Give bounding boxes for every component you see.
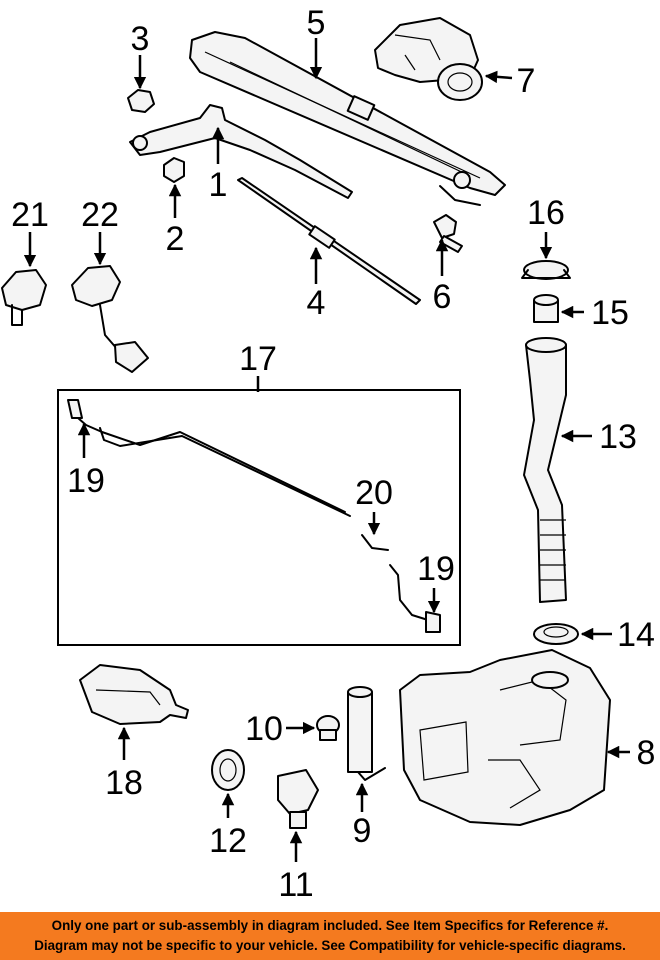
callout-6: 6 <box>433 278 452 316</box>
callout-15: 15 <box>591 294 629 332</box>
filler-neck-part-13 <box>523 337 567 603</box>
level-sensor-part-11 <box>277 769 319 829</box>
callout-11: 11 <box>278 866 313 904</box>
disclaimer-banner: Only one part or sub-assembly in diagram… <box>0 912 660 960</box>
hose-assembly-box <box>57 389 461 646</box>
callout-10: 10 <box>245 710 283 748</box>
disclaimer-line-1: Only one part or sub-assembly in diagram… <box>51 918 609 933</box>
washer-hose-part-17 <box>67 399 441 633</box>
wiper-motor-part <box>374 17 483 101</box>
callout-5: 5 <box>307 4 326 42</box>
pump-bracket-part-18 <box>79 664 189 725</box>
nut-part-2 <box>163 157 185 183</box>
parts-diagram: 3 5 7 1 2 4 6 21 22 16 15 13 17 19 20 19… <box>1 4 656 904</box>
sleeve-part-15 <box>533 294 559 323</box>
callout-19-right: 19 <box>417 550 455 588</box>
disclaimer-line-2: Diagram may not be specific to your vehi… <box>34 938 626 953</box>
grommet-part-10 <box>316 715 340 741</box>
callout-19-left: 19 <box>67 462 105 500</box>
nut-part-3 <box>127 89 155 113</box>
callout-2: 2 <box>166 220 185 258</box>
wiper-blade-part <box>237 177 421 305</box>
callout-8: 8 <box>637 734 656 772</box>
washer-pump-part-9 <box>347 686 386 781</box>
wiper-linkage-part <box>189 31 506 206</box>
callout-9: 9 <box>353 812 372 850</box>
callout-13: 13 <box>599 418 637 456</box>
callout-17: 17 <box>239 340 277 378</box>
callout-18: 18 <box>105 764 143 802</box>
washer-nozzle-part-22 <box>71 265 149 373</box>
washer-nozzle-part-21 <box>1 269 47 326</box>
callout-4: 4 <box>307 284 326 322</box>
grommet-part-14 <box>533 623 579 645</box>
callout-14: 14 <box>617 616 655 654</box>
washer-reservoir-part-8 <box>399 649 611 826</box>
bolt-part-6 <box>433 214 463 253</box>
callout-20: 20 <box>355 474 393 512</box>
callout-3: 3 <box>131 20 150 58</box>
callout-21: 21 <box>11 196 49 234</box>
filler-cap-part-16 <box>521 260 571 280</box>
callout-12: 12 <box>209 822 247 860</box>
callout-1: 1 <box>209 166 228 204</box>
wiper-arm-part <box>129 104 353 199</box>
grommet-part-12 <box>211 749 245 791</box>
callout-22: 22 <box>81 196 119 234</box>
callout-7: 7 <box>517 62 536 100</box>
callout-16: 16 <box>527 194 565 232</box>
